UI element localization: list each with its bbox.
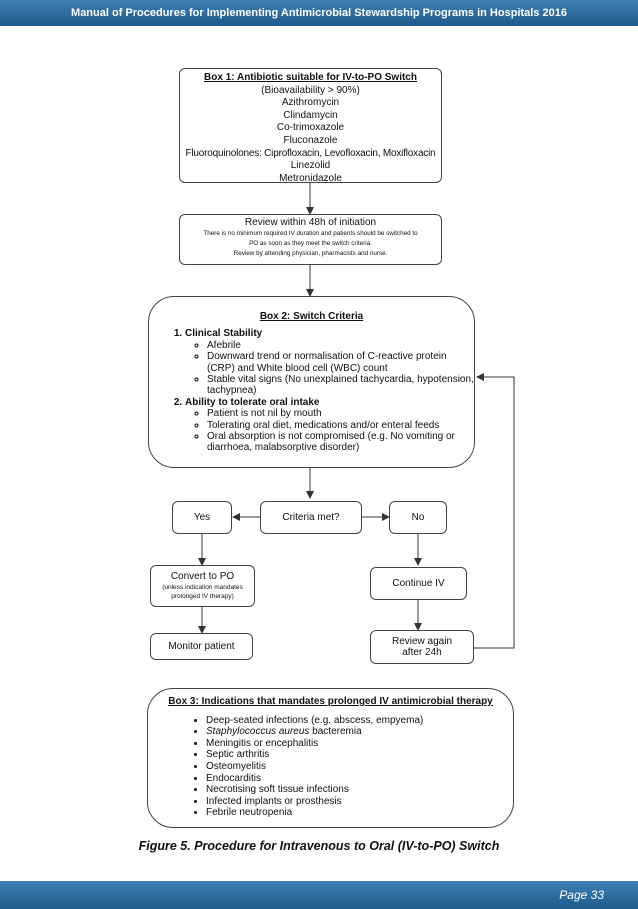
review-line: Review by attending physician, pharmacis… xyxy=(233,250,388,257)
continue-iv-box: Continue IV xyxy=(370,567,467,600)
box1-line: Co-trimoxazole xyxy=(276,122,345,134)
convert-po-box: Convert to PO (unless indication mandate… xyxy=(150,565,255,607)
page-number: Page 33 xyxy=(559,888,604,902)
review-again-box: Review again after 24h xyxy=(370,630,474,664)
yes-label: Yes xyxy=(193,512,211,523)
indication-item: Necrotising soft tissue infections xyxy=(206,784,513,796)
review-line: There is no minimum required IV duration… xyxy=(203,230,418,237)
page-header: Manual of Procedures for Implementing An… xyxy=(0,0,638,26)
criteria-item: Stable vital signs (No unexplained tachy… xyxy=(207,374,474,397)
criteria-met-box: Criteria met? xyxy=(260,501,362,534)
criteria-item: Downward trend or normalisation of C-rea… xyxy=(207,351,474,374)
box1-line: Fluoroquinolones: Ciprofloxacin, Levoflo… xyxy=(185,147,436,159)
review-box: Review within 48h of initiation There is… xyxy=(179,214,442,265)
criteria-met-label: Criteria met? xyxy=(282,512,340,523)
review-again-label: Review again after 24h xyxy=(391,636,453,658)
review-line: PO as soon as they meet the switch crite… xyxy=(249,240,372,247)
indication-item: Staphylococcus aureus bacteremia xyxy=(206,726,513,738)
indication-item: Osteomyelitis xyxy=(206,761,513,773)
figure-caption: Figure 5. Procedure for Intravenous to O… xyxy=(138,839,500,853)
yes-box: Yes xyxy=(172,501,232,534)
arrow-review-loop xyxy=(474,373,515,649)
review-title: Review within 48h of initiation xyxy=(244,217,377,228)
monitor-patient-box: Monitor patient xyxy=(150,633,253,660)
box2-title: Box 2: Switch Criteria xyxy=(259,311,364,322)
box1-line: Azithromycin xyxy=(281,97,340,109)
header-title: Manual of Procedures for Implementing An… xyxy=(71,7,567,19)
criteria-heading: Ability to tolerate oral intake xyxy=(185,396,320,408)
convert-note: (unless indication mandates prolonged IV… xyxy=(162,584,243,600)
criteria-item: Oral absorption is not compromised (e.g.… xyxy=(207,431,474,454)
indication-item: Septic arthritis xyxy=(206,749,513,761)
indication-item: Febrile neutropenia xyxy=(206,807,513,819)
box1-title: Box 1: Antibiotic suitable for IV-to-PO … xyxy=(204,72,417,83)
criteria-heading: Clinical Stability xyxy=(185,328,263,340)
box1-line: Fluconazole xyxy=(283,134,338,146)
box1-line: Clindamycin xyxy=(283,109,338,121)
no-box: No xyxy=(389,501,447,534)
box3-title: Box 3: Indications that mandates prolong… xyxy=(168,696,493,707)
criteria-section: Ability to tolerate oral intake Patient … xyxy=(185,397,474,454)
box3-prolonged-iv: Box 3: Indications that mandates prolong… xyxy=(147,688,514,828)
convert-title: Convert to PO xyxy=(170,571,235,582)
box1-antibiotics: Box 1: Antibiotic suitable for IV-to-PO … xyxy=(179,68,442,184)
box1-line: Linezolid xyxy=(290,160,331,172)
box2-switch-criteria: Box 2: Switch Criteria Clinical Stabilit… xyxy=(148,296,475,468)
box1-line: (Bioavailability > 90%) xyxy=(261,84,360,96)
no-label: No xyxy=(411,512,425,523)
indication-item: Deep-seated infections (e.g. abscess, em… xyxy=(206,715,513,727)
monitor-patient-label: Monitor patient xyxy=(168,641,235,652)
box1-line: Metronidazole xyxy=(279,172,342,184)
indication-item: Infected implants or prosthesis xyxy=(206,796,513,808)
criteria-section: Clinical Stability Afebrile Downward tre… xyxy=(185,328,474,396)
indication-item: Endocarditis xyxy=(206,773,513,785)
page-footer: Page 33 xyxy=(0,881,638,909)
criteria-item: Tolerating oral diet, medications and/or… xyxy=(207,420,474,431)
criteria-item: Patient is not nil by mouth xyxy=(207,408,474,419)
continue-iv-label: Continue IV xyxy=(392,578,445,589)
criteria-item: Afebrile xyxy=(207,340,474,351)
indication-item: Meningitis or encephalitis xyxy=(206,738,513,750)
